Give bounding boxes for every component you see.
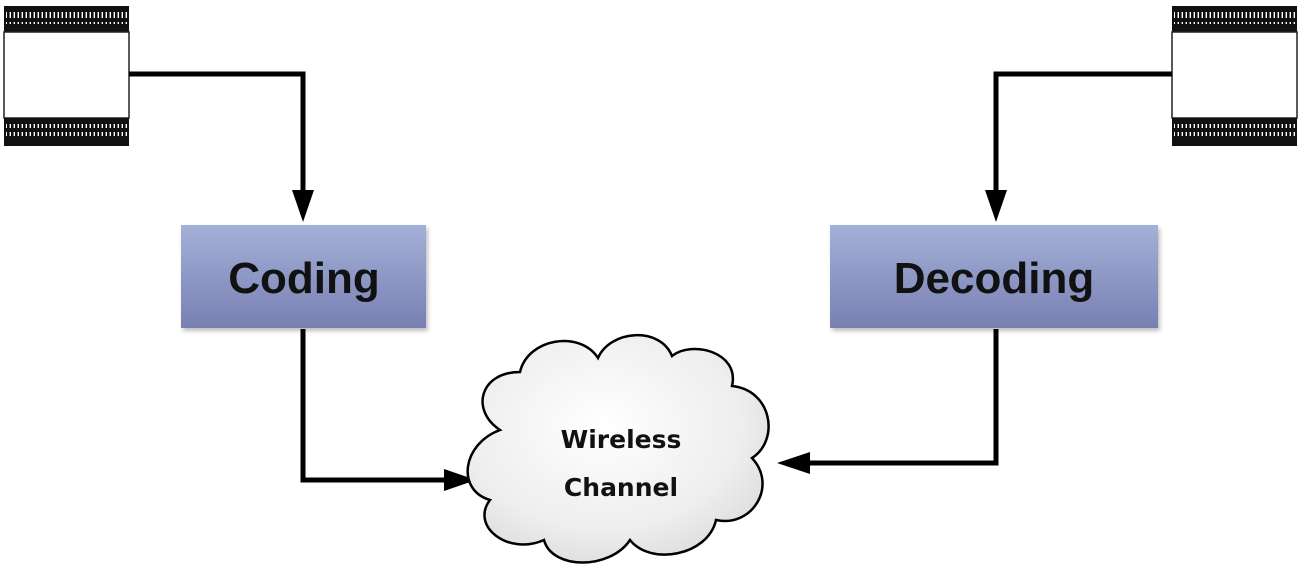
channel-label-line1: Wireless — [561, 425, 682, 454]
arrow-destination-to-decoding — [985, 71, 1172, 222]
arrow-coding-to-channel — [300, 329, 476, 491]
arrow-source-to-coding — [129, 71, 314, 222]
wireless-channel-cloud: Wireless Channel — [466, 333, 770, 564]
decoding-label: Decoding — [894, 254, 1094, 303]
film-strip-icon — [1171, 6, 1298, 146]
film-strip-icon — [3, 6, 130, 146]
decoding-block: Decoding — [830, 225, 1158, 328]
arrow-decoding-to-channel — [777, 329, 999, 474]
coding-block: Coding — [181, 225, 426, 328]
channel-label-line2: Channel — [564, 473, 678, 502]
coding-label: Coding — [228, 254, 380, 303]
